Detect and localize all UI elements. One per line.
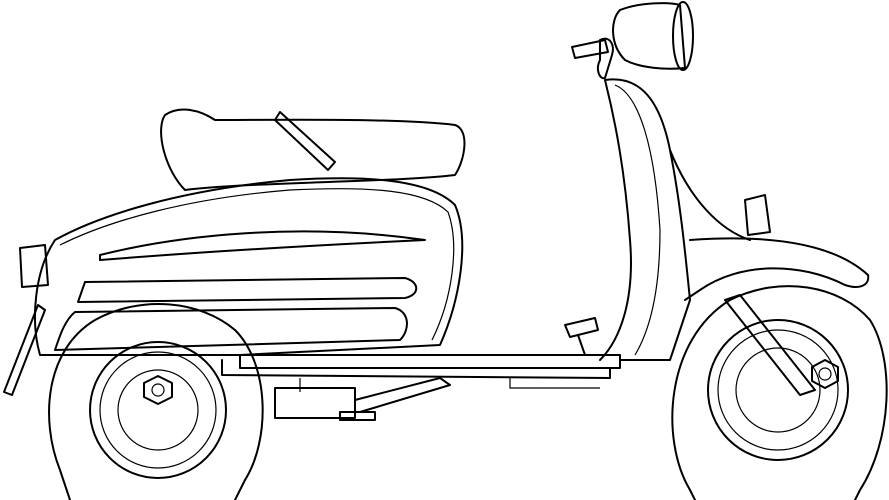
rear-hub-nut xyxy=(143,375,173,405)
headlamp xyxy=(596,1,694,80)
panel-groove-1 xyxy=(99,230,426,261)
panel-groove-3 xyxy=(54,307,408,351)
seat xyxy=(160,108,466,191)
floorboard xyxy=(221,354,621,379)
rear-wheel xyxy=(48,303,264,500)
engine-frame xyxy=(274,377,451,421)
panel-groove-2 xyxy=(77,277,418,303)
horn xyxy=(744,194,771,236)
front-mudguard xyxy=(684,237,870,301)
leg-shield xyxy=(599,78,751,361)
side-panel xyxy=(34,177,464,356)
brake-pedal xyxy=(564,317,599,356)
handlebar-grip xyxy=(571,39,609,59)
front-hub-nut xyxy=(811,359,839,389)
number-plate xyxy=(3,304,46,396)
front-wheel xyxy=(671,285,888,500)
rear-light xyxy=(19,244,49,288)
